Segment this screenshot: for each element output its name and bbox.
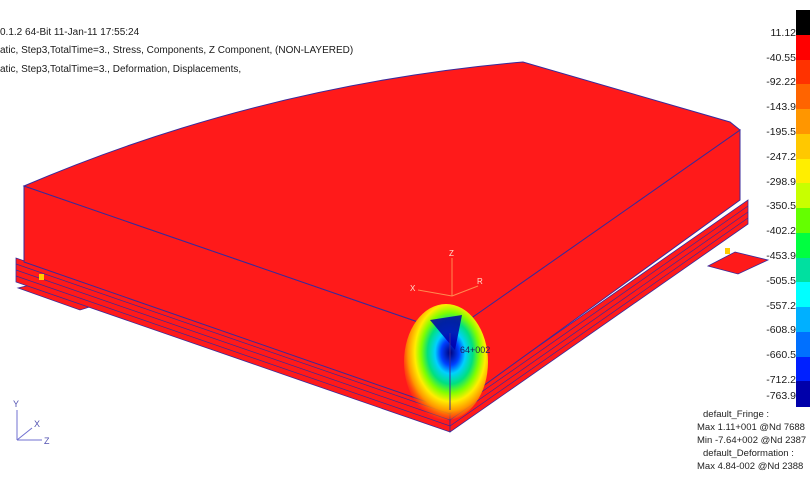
- legend-value: -143.9: [766, 101, 796, 113]
- legend-value: -402.2: [766, 225, 796, 237]
- legend-swatch: [796, 133, 810, 159]
- legend-value: -557.2: [766, 300, 796, 312]
- legend-value: -608.9: [766, 324, 796, 336]
- right-marker: [725, 248, 730, 254]
- legend-value: -763.9: [766, 390, 796, 402]
- legend-swatch: [796, 257, 810, 283]
- fringe-max: Max 1.11+001 @Nd 7688: [697, 422, 805, 433]
- legend-swatch: [796, 84, 810, 110]
- coordinate-triad-icon: [16, 410, 42, 441]
- legend-value: -298.9: [766, 176, 796, 188]
- legend-swatch: [796, 183, 810, 209]
- legend-value: -660.5: [766, 349, 796, 361]
- model-axis-z: Z: [449, 249, 454, 258]
- legend-swatch: [796, 158, 810, 184]
- header-deformation-line: atic, Step3,TotalTime=3., Deformation, D…: [0, 64, 242, 75]
- legend-swatch: [796, 282, 810, 308]
- legend-value: -712.2: [766, 374, 796, 386]
- model-axis-r: R: [477, 277, 483, 286]
- fringe-label: default_Fringe :: [703, 409, 770, 420]
- header-title-line: 0.1.2 64-Bit 11-Jan-11 17:55:24: [0, 27, 140, 38]
- legend-swatch: [796, 232, 810, 258]
- legend-swatch: [796, 381, 810, 407]
- legend-swatch: [796, 34, 810, 60]
- legend-scale: 11.12 -40.55 -92.22 -143.9 -195.5 -247.2…: [734, 0, 796, 420]
- legend-value: -505.5: [766, 275, 796, 287]
- legend-swatch: [796, 307, 810, 333]
- legend-value: -195.5: [766, 126, 796, 138]
- legend-swatch: [796, 59, 810, 85]
- legend-value: -247.2: [766, 151, 796, 163]
- legend-swatch: [796, 331, 810, 357]
- model-axis-icon: [417, 258, 479, 297]
- stress-concentration-contour: [404, 304, 488, 420]
- legend-swatch: [796, 356, 810, 382]
- model-axis-x: X: [410, 284, 416, 293]
- legend-swatch: [796, 10, 810, 36]
- probe-value-label: 64+002: [460, 345, 490, 355]
- header-stress-line: atic, Step3,TotalTime=3., Stress, Compon…: [0, 45, 354, 56]
- left-marker: [39, 274, 44, 280]
- legend-value: -40.55: [766, 52, 796, 64]
- legend-swatch: [796, 208, 810, 234]
- legend-swatch: [796, 109, 810, 135]
- triad-y-label: Y: [13, 399, 19, 409]
- legend-value: -92.22: [766, 76, 796, 88]
- deformation-max: Max 4.84-002 @Nd 2388: [697, 461, 804, 472]
- stress-peak: [430, 315, 462, 350]
- legend-color-bar: [796, 10, 810, 407]
- legend-value: 11.12: [770, 27, 797, 39]
- slab-top-surface: [22, 61, 741, 334]
- fringe-min: Min -7.64+002 @Nd 2387: [697, 435, 807, 446]
- right-support-plate: [706, 251, 770, 275]
- legend-value: -350.5: [766, 200, 796, 212]
- deformation-label: default_Deformation :: [703, 448, 794, 459]
- legend-value: -453.9: [766, 250, 796, 262]
- triad-z-label: Z: [44, 436, 50, 446]
- triad-x-label: X: [34, 419, 40, 429]
